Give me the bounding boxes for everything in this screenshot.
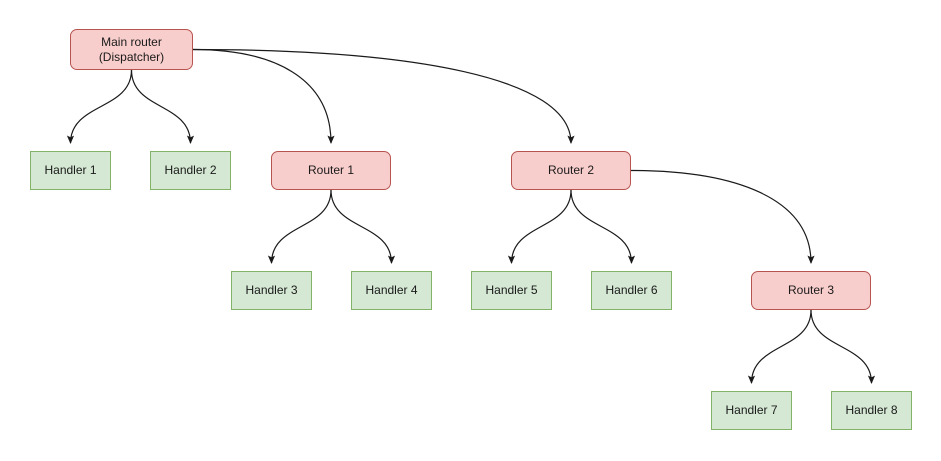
node-router-2[interactable]: Router 2 [511, 151, 631, 190]
edge-e-main-h2 [130, 69, 195, 144]
node-label: Handler 5 [485, 283, 538, 297]
edge-e-r3-h8 [810, 309, 876, 384]
node-label: Handler 4 [365, 283, 418, 297]
edge-e-r1-h4 [330, 189, 396, 264]
edges-group [66, 48, 876, 384]
node-label: Router 2 [547, 163, 595, 177]
node-handler-1[interactable]: Handler 1 [30, 151, 111, 190]
node-label: Router 3 [787, 283, 835, 297]
edge-e-main-r1 [192, 48, 335, 144]
edge-e-r2-h5 [507, 189, 572, 264]
node-handler-5[interactable]: Handler 5 [471, 271, 552, 310]
node-label: Handler 7 [725, 403, 778, 417]
edge-e-main-h1 [66, 69, 133, 144]
node-handler-3[interactable]: Handler 3 [231, 271, 312, 310]
node-label: Handler 3 [245, 283, 298, 297]
node-label: Handler 2 [164, 163, 217, 177]
node-label: Handler 8 [845, 403, 898, 417]
node-label: Router 1 [307, 163, 355, 177]
node-handler-7[interactable]: Handler 7 [711, 391, 792, 430]
node-label: Main router (Dispatcher) [98, 34, 165, 64]
edge-e-r3-h7 [747, 309, 812, 384]
node-handler-2[interactable]: Handler 2 [150, 151, 231, 190]
node-router-3[interactable]: Router 3 [751, 271, 871, 310]
node-main-router[interactable]: Main router (Dispatcher) [70, 29, 193, 70]
node-router-1[interactable]: Router 1 [271, 151, 391, 190]
node-label: Handler 6 [605, 283, 658, 297]
edge-e-r2-r3 [630, 169, 815, 264]
edge-e-r1-h3 [267, 189, 332, 264]
edge-e-main-r2 [192, 48, 575, 144]
node-handler-4[interactable]: Handler 4 [351, 271, 432, 310]
node-handler-6[interactable]: Handler 6 [591, 271, 672, 310]
node-handler-8[interactable]: Handler 8 [831, 391, 912, 430]
edge-e-r2-h6 [570, 189, 636, 264]
node-label: Handler 1 [44, 163, 97, 177]
